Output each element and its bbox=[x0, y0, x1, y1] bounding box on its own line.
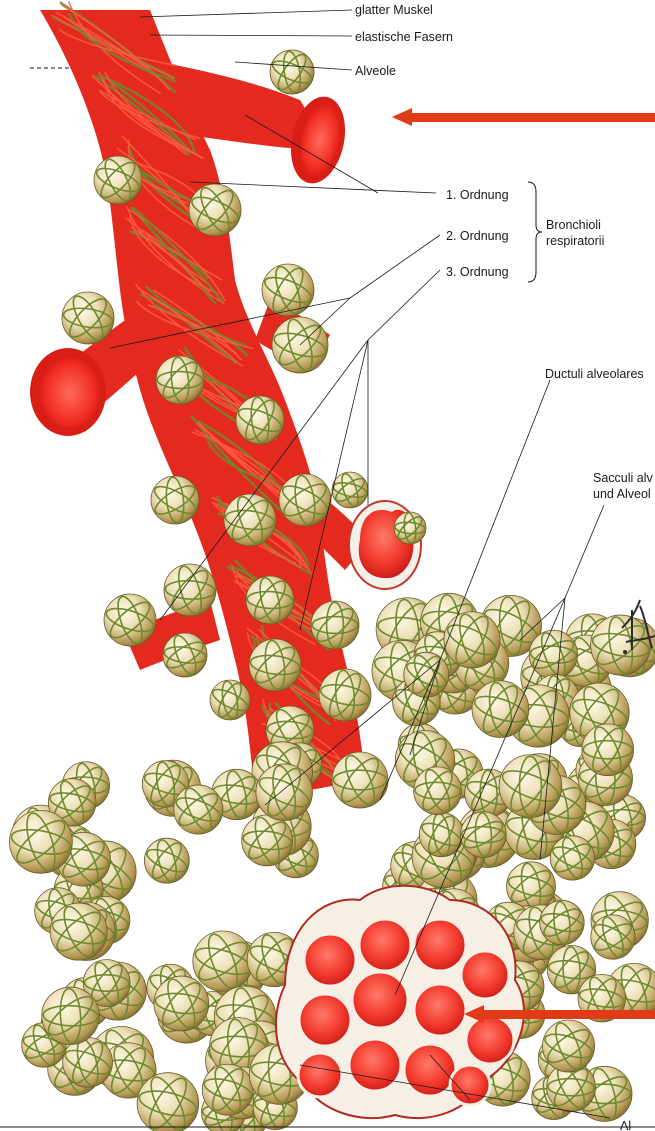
alveolus bbox=[591, 615, 651, 675]
alveolar-cup bbox=[466, 1016, 514, 1064]
label-elastic-fibers: elastische Fasern bbox=[355, 30, 453, 44]
alveolus bbox=[242, 815, 293, 867]
alveolus bbox=[582, 724, 634, 776]
alveolus bbox=[444, 611, 501, 668]
alveolar-cup bbox=[352, 972, 408, 1028]
pointer-arrow-icon bbox=[392, 108, 655, 126]
label-respiratorii: respiratorii bbox=[546, 234, 604, 248]
alveolus bbox=[137, 1073, 199, 1131]
alveolar-cup bbox=[349, 1039, 401, 1091]
alveolus bbox=[236, 396, 285, 444]
alveolus bbox=[154, 976, 209, 1032]
alveolus bbox=[332, 472, 368, 508]
label-alveole: Alveole bbox=[355, 64, 396, 78]
label-order-1: 1. Ordnung bbox=[446, 188, 509, 202]
lumen-left bbox=[30, 348, 106, 436]
alveolus bbox=[550, 836, 595, 881]
alveolar-cup bbox=[414, 919, 466, 971]
alveolar-cup bbox=[414, 984, 466, 1036]
alveolar-cup bbox=[359, 919, 411, 971]
alveolus bbox=[414, 767, 462, 815]
label-order-3: 3. Ordnung bbox=[446, 265, 509, 279]
label-order-2: 2. Ordnung bbox=[446, 229, 509, 243]
alveolus bbox=[540, 900, 585, 944]
alveolus bbox=[319, 669, 371, 721]
alveolus bbox=[262, 264, 315, 317]
alveolus bbox=[62, 292, 114, 344]
alveolus bbox=[529, 630, 577, 679]
alveolus bbox=[50, 903, 108, 961]
alveolus bbox=[42, 987, 99, 1044]
alveolus bbox=[246, 576, 294, 624]
alveolar-cup bbox=[304, 934, 356, 986]
alveolus bbox=[156, 356, 204, 404]
saccule-cross-section bbox=[276, 886, 524, 1118]
alveolus bbox=[270, 50, 314, 94]
alveolus bbox=[192, 931, 253, 992]
alveolus bbox=[461, 812, 507, 858]
alveolus bbox=[202, 1064, 253, 1116]
alveolus bbox=[151, 476, 199, 524]
alveolus bbox=[9, 810, 72, 874]
alveolar-cup bbox=[298, 1053, 342, 1097]
alveolus bbox=[163, 633, 207, 678]
alveolus bbox=[104, 594, 157, 647]
alveolus bbox=[591, 915, 635, 960]
alveolus bbox=[249, 639, 301, 691]
alveolus bbox=[394, 512, 426, 544]
bronchioli-bracket bbox=[528, 182, 542, 282]
alveolus bbox=[189, 184, 242, 236]
label-sacculi-2: und Alveol bbox=[593, 487, 651, 501]
alveolus bbox=[404, 652, 449, 697]
alveolus bbox=[210, 680, 250, 720]
alveolar-cup bbox=[461, 951, 509, 999]
alveolar-cup bbox=[404, 1044, 456, 1096]
alveolus bbox=[311, 601, 359, 649]
alveolus bbox=[94, 156, 143, 204]
alveolus bbox=[542, 1020, 595, 1073]
label-sacculi-1: Sacculi alv bbox=[593, 471, 653, 485]
alveolar-cup bbox=[450, 1065, 490, 1105]
label-bottom-cut: Al bbox=[620, 1119, 631, 1131]
alveolus bbox=[499, 755, 562, 818]
label-ductuli: Ductuli alveolares bbox=[545, 367, 644, 381]
alveolus bbox=[173, 785, 223, 834]
alveolus bbox=[144, 838, 189, 883]
alveolus bbox=[279, 474, 331, 526]
alveolus bbox=[164, 564, 216, 617]
alveolus bbox=[332, 752, 388, 809]
label-bronchioli: Bronchioli bbox=[546, 218, 601, 232]
label-smooth-muscle: glatter Muskel bbox=[355, 3, 433, 17]
alveolus bbox=[224, 494, 276, 547]
alveolar-cup bbox=[299, 994, 351, 1046]
alveolus bbox=[472, 681, 529, 738]
